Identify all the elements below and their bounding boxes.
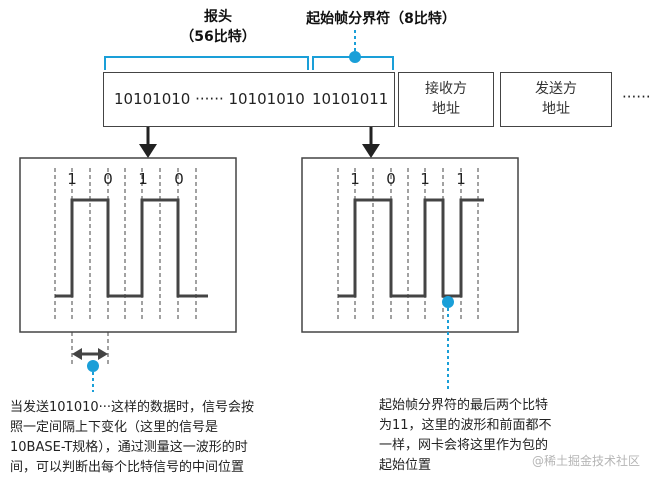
bit-label-left-1: 1 <box>67 170 77 188</box>
caption-left-line-1: 当发送101010···这样的数据时，信号会按 <box>10 400 255 415</box>
sfd-marker-dot <box>349 51 361 63</box>
caption-right-line-1: 起始帧分界符的最后两个比特 <box>379 398 549 413</box>
caption-right-line-2: 为11，这里的波形和前面都不 <box>379 418 552 433</box>
caption-left: 当发送101010···这样的数据时，信号会按 照一定间隔上下变化（这里的信号是… <box>10 398 340 478</box>
sfd-label: 起始帧分界符（8比特） <box>306 11 456 27</box>
src-address-line-1: 发送方 <box>535 81 577 97</box>
interval-arrow-head-left <box>72 348 82 360</box>
watermark: @稀土掘金技术社区 <box>532 454 641 468</box>
preamble-bits-label: （56比特） <box>180 29 256 45</box>
frame-continuation-ellipsis: ······ <box>622 88 651 106</box>
caption-left-line-2: 照一定间隔上下变化（这里的信号是 <box>10 420 219 435</box>
arrow-left-head <box>139 144 157 158</box>
bit-label-left-4: 0 <box>174 170 184 188</box>
bit-label-right-4: 1 <box>456 170 466 188</box>
dest-address-line-2: 地址 <box>432 101 460 117</box>
bit-label-right-3: 1 <box>420 170 430 188</box>
src-address-line-2: 地址 <box>542 101 570 117</box>
waveform-left <box>55 198 208 298</box>
waveform-box-right <box>301 157 519 333</box>
src-address-box: 发送方 地址 <box>500 72 612 127</box>
frame-preamble-sfd-box: 10101010 ······ 10101010 10101011 <box>103 72 395 127</box>
interval-marker-dot <box>87 360 99 372</box>
bit-label-right-1: 1 <box>350 170 360 188</box>
caption-right-line-3: 一样，网卡会将这里作为包的 <box>379 438 549 453</box>
caption-left-line-3: 10BASE-T规格），通过测量这一波形的时 <box>10 440 248 455</box>
sfd-bits-text: 10101011 <box>312 90 389 108</box>
caption-right: 起始帧分界符的最后两个比特 为11，这里的波形和前面都不 一样，网卡会将这里作为… <box>379 396 599 476</box>
caption-left-line-4: 间，可以判断出每个比特信号的中间位置 <box>10 460 245 475</box>
preamble-label: 报头 <box>204 9 232 25</box>
interval-arrow-head-right <box>98 348 108 360</box>
preamble-bracket <box>104 56 309 70</box>
waveform-box-left <box>19 157 237 333</box>
dest-address-box: 接收方 地址 <box>398 72 494 127</box>
dest-address-line-1: 接收方 <box>425 81 467 97</box>
caption-right-line-4: 起始位置 <box>379 458 432 473</box>
waveform-right <box>338 198 484 298</box>
bit-label-right-2: 0 <box>386 170 396 188</box>
sfd-wave-marker-dot <box>442 296 454 308</box>
bit-label-left-2: 0 <box>103 170 113 188</box>
bit-label-left-3: 1 <box>138 170 148 188</box>
preamble-bits-text: 10101010 ······ 10101010 <box>114 90 305 108</box>
arrow-right-head <box>362 144 380 158</box>
